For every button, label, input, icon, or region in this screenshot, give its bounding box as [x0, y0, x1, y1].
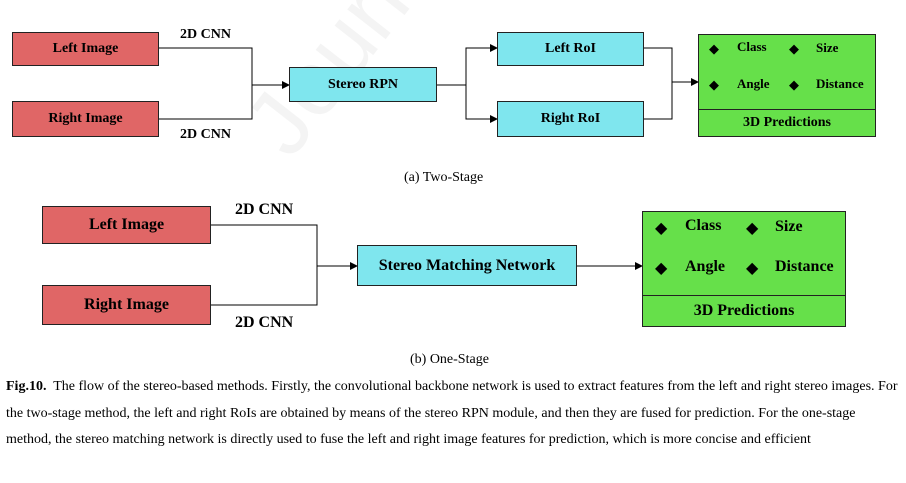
diamond-bullet-icon: ◆: [746, 220, 759, 237]
prediction-angle: Angle: [685, 258, 725, 275]
caption-two-stage: (a) Two-Stage: [404, 170, 484, 185]
prediction-size: Size: [816, 40, 839, 55]
prediction-distance: Distance: [816, 76, 864, 91]
edge-rpn-to-left-roi: [437, 44, 498, 86]
diamond-bullet-icon: ◆: [655, 260, 668, 277]
one-stage-predictions-box: ◆ Class ◆ Size ◆ Angle ◆ Distance 3D Pre…: [642, 211, 846, 327]
edge-left-roi-to-predictions: [644, 47, 699, 86]
two-stage-right-image-box: Right Image: [12, 101, 159, 137]
one-stage-cnn-label-top: 2D CNN: [235, 201, 294, 218]
two-stage-cnn-label-top: 2D CNN: [180, 27, 231, 42]
figure-description: The flow of the stereo-based methods. Fi…: [6, 379, 898, 447]
one-stage-right-image-box: Right Image: [42, 285, 211, 325]
diamond-bullet-icon: ◆: [709, 41, 719, 56]
edge-right-image-to-rpn: [159, 85, 253, 120]
predictions-footer: 3D Predictions: [643, 295, 845, 326]
prediction-size: Size: [775, 218, 803, 235]
diamond-bullet-icon: ◆: [655, 220, 668, 237]
left-roi-box: Left RoI: [497, 32, 644, 66]
figure-label: Fig.10.: [6, 379, 47, 394]
prediction-class: Class: [685, 217, 722, 234]
predictions-footer: 3D Predictions: [699, 109, 875, 136]
diamond-bullet-icon: ◆: [746, 260, 759, 277]
edge-right-roi-to-predictions: [644, 82, 673, 120]
caption-one-stage: (b) One-Stage: [410, 352, 489, 367]
two-stage-left-image-box: Left Image: [12, 32, 159, 66]
prediction-class: Class: [737, 39, 767, 54]
diamond-bullet-icon: ◆: [789, 41, 799, 56]
diamond-bullet-icon: ◆: [709, 77, 719, 92]
two-stage-cnn-label-bottom: 2D CNN: [180, 127, 231, 142]
figure-caption: Fig.10. The flow of the stereo-based met…: [6, 374, 898, 454]
edge-right-image-to-matcher: [211, 266, 318, 306]
edge-left-image-to-matcher: [211, 224, 358, 270]
edge-rpn-to-right-roi: [465, 85, 498, 123]
two-stage-predictions-box: ◆ Class ◆ Size ◆ Angle ◆ Distance 3D Pre…: [698, 34, 876, 137]
one-stage-left-image-box: Left Image: [42, 206, 211, 244]
one-stage-cnn-label-bottom: 2D CNN: [235, 314, 294, 331]
stereo-matching-network-box: Stereo Matching Network: [357, 245, 577, 286]
diamond-bullet-icon: ◆: [789, 77, 799, 92]
prediction-angle: Angle: [737, 76, 770, 91]
stereo-rpn-box: Stereo RPN: [289, 67, 437, 102]
right-roi-box: Right RoI: [497, 101, 644, 137]
edge-left-image-to-rpn: [159, 47, 290, 89]
prediction-distance: Distance: [775, 258, 834, 275]
